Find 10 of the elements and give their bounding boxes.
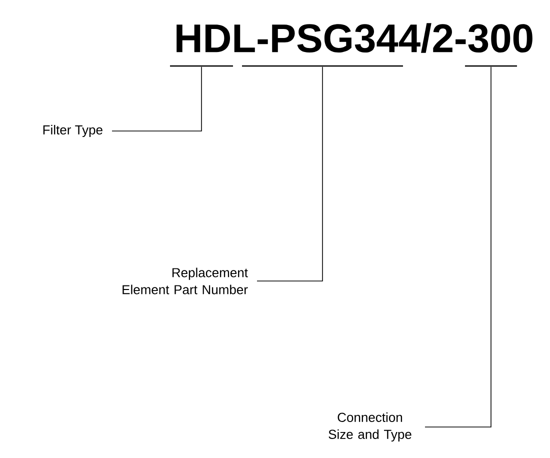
label-text: Connection Size and Type xyxy=(328,412,412,442)
leader-line xyxy=(112,66,202,132)
leader-line xyxy=(256,66,323,282)
leader-line xyxy=(424,66,492,428)
label-text: Replacement Element Part Number xyxy=(122,268,248,294)
underline-bar xyxy=(170,65,233,67)
underline-bar xyxy=(242,65,403,67)
part-code: HDL-PSG344/2-300 xyxy=(176,23,532,53)
underline-bar xyxy=(465,65,517,67)
label-text: Filter Type xyxy=(43,124,102,138)
